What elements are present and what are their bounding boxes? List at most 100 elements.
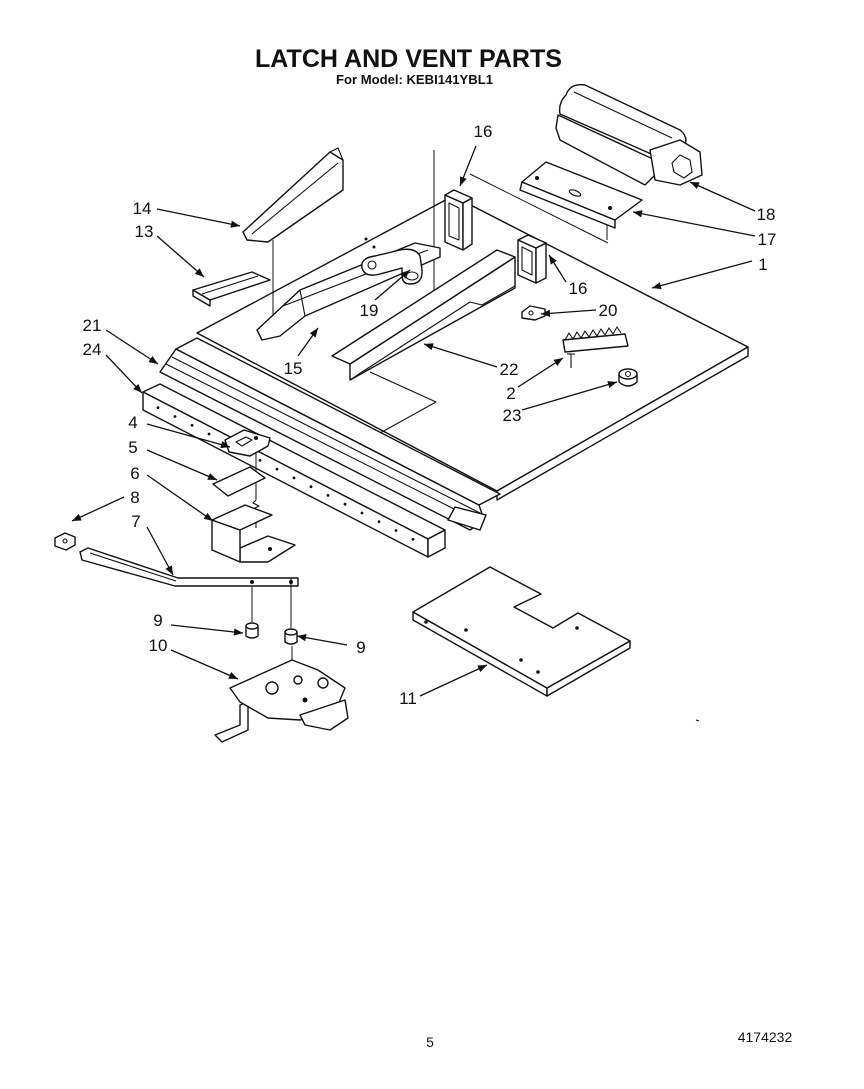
panel-edge xyxy=(496,346,749,501)
part-24-rail xyxy=(142,383,446,558)
callout-22: 22 xyxy=(500,360,519,379)
part-16-vent-box-top xyxy=(444,189,473,251)
guide-line xyxy=(469,173,609,244)
rail-hole xyxy=(258,458,262,462)
callout-18: 18 xyxy=(757,205,776,224)
box-side xyxy=(535,242,547,284)
box-top xyxy=(444,189,473,204)
rail-end-stub xyxy=(447,506,487,531)
plate-hole xyxy=(536,670,540,674)
plate-line xyxy=(201,275,259,295)
leader-18 xyxy=(689,181,756,212)
part-9-bushing-right xyxy=(284,628,298,645)
leader-16-top xyxy=(459,145,477,187)
bracket-hole xyxy=(608,206,612,210)
rail-hole xyxy=(394,529,398,532)
leader-lines xyxy=(71,145,756,697)
callout-11: 11 xyxy=(399,689,417,708)
part-16-vent-box-right xyxy=(517,234,547,284)
plate-hole xyxy=(519,658,523,662)
box-hole xyxy=(268,547,272,551)
part-4-switch-bracket xyxy=(224,429,271,457)
leader-16-right xyxy=(548,254,567,283)
motor-cylinder xyxy=(558,84,687,161)
part-8-block xyxy=(54,532,76,551)
block-body xyxy=(54,532,76,551)
arm-body xyxy=(79,547,299,587)
part-23-knob xyxy=(618,368,638,387)
callout-7: 7 xyxy=(131,512,140,531)
panel-hole xyxy=(372,245,376,249)
part-1-panel xyxy=(196,195,749,501)
callout-16-top: 16 xyxy=(474,122,493,141)
callout-14: 14 xyxy=(133,199,152,218)
latch-strap xyxy=(299,699,349,731)
rail-hole xyxy=(275,467,279,471)
chute-opening xyxy=(329,147,344,161)
rail-hole xyxy=(360,511,364,515)
chute-edge xyxy=(251,162,339,235)
leader-19 xyxy=(374,269,411,301)
callout-24: 24 xyxy=(83,340,102,359)
leader-5 xyxy=(146,449,218,481)
box-side xyxy=(462,197,473,251)
motor-highlight xyxy=(573,91,673,139)
callout-8: 8 xyxy=(130,488,139,507)
callout-19: 19 xyxy=(360,301,379,320)
document-number: 4174232 xyxy=(738,1029,793,1045)
part-17-bracket xyxy=(519,161,643,229)
leader-23 xyxy=(521,381,618,411)
bushing-top xyxy=(245,622,259,630)
plate-hole xyxy=(424,620,428,624)
bracket-hole xyxy=(535,176,539,180)
part-13-plate xyxy=(192,271,271,307)
box-opening xyxy=(521,246,533,276)
knob-center xyxy=(624,370,632,378)
callout-9-right: 9 xyxy=(356,638,365,657)
callout-13: 13 xyxy=(135,222,154,241)
model-subtitle: For Model: KEBI141YBL1 xyxy=(336,72,493,87)
rail-hole xyxy=(190,423,194,427)
rail-hole xyxy=(156,406,160,410)
box-top xyxy=(517,234,547,249)
leader-14 xyxy=(156,208,241,228)
rail-hole xyxy=(411,537,415,541)
duct-crease xyxy=(299,289,306,317)
bracket-hole xyxy=(254,436,258,440)
rail-hole xyxy=(377,520,381,524)
rail-hole xyxy=(326,494,330,497)
rail-lip xyxy=(175,337,501,506)
leader-21 xyxy=(105,329,159,365)
leader-10 xyxy=(170,649,239,680)
bracket-slot xyxy=(568,189,582,197)
leader-4 xyxy=(146,423,231,449)
rail-groove xyxy=(171,356,481,514)
plate-hole xyxy=(575,626,579,630)
part-6-box xyxy=(211,504,296,563)
part-22-duct xyxy=(331,249,516,381)
rail-end xyxy=(427,529,446,558)
knob-top xyxy=(618,368,638,380)
part-5-plate xyxy=(212,466,266,497)
part-21-front-rail xyxy=(159,337,501,531)
leader-20 xyxy=(540,309,597,317)
callout-23: 23 xyxy=(503,406,522,425)
callout-16-right: 16 xyxy=(569,279,588,298)
part-18-fan-motor xyxy=(555,84,703,186)
leader-7 xyxy=(146,526,174,576)
callout-1: 1 xyxy=(758,255,767,274)
callout-4: 4 xyxy=(128,413,137,432)
bracket-face xyxy=(521,161,643,221)
leader-15 xyxy=(297,327,319,357)
callout-2: 2 xyxy=(506,384,515,403)
callout-20: 20 xyxy=(599,301,618,320)
rail-hole xyxy=(292,476,296,480)
callout-17: 17 xyxy=(758,230,777,249)
rail-groove xyxy=(165,363,477,521)
duct-top xyxy=(331,249,516,365)
part-10-latch-assembly xyxy=(214,646,349,743)
page-number: 5 xyxy=(426,1034,434,1050)
part-7-latch-arm xyxy=(79,547,299,628)
rail-hole xyxy=(207,432,211,436)
leader-9-left xyxy=(170,624,244,636)
